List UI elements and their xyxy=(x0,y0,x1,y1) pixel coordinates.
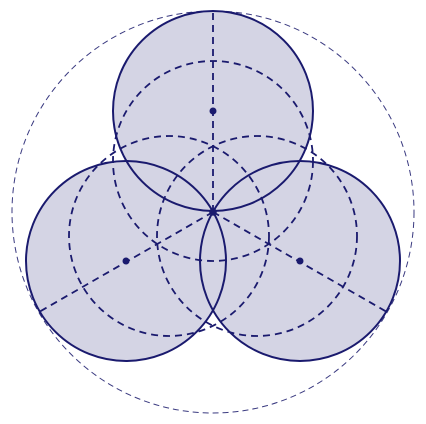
outer-circle xyxy=(11,10,415,414)
filled-circle-left-outline xyxy=(25,160,227,362)
center-points xyxy=(122,107,304,265)
center-point-left xyxy=(122,257,130,265)
center-point-right xyxy=(296,257,304,265)
dashed-circles xyxy=(68,60,358,337)
dashed-circle-right xyxy=(156,135,358,337)
center-point xyxy=(209,208,217,216)
dashed-circle-left xyxy=(68,135,270,337)
center-point-top xyxy=(209,107,217,115)
